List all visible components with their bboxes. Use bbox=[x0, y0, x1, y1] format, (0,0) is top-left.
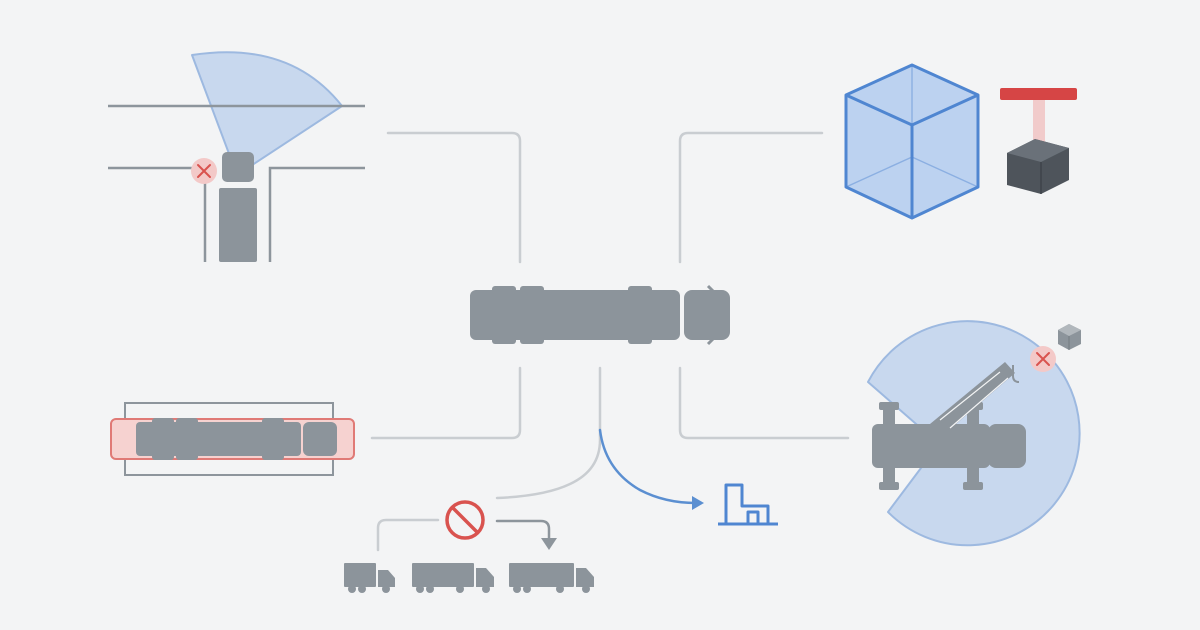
truck-icon bbox=[412, 563, 494, 593]
connector-top-left bbox=[386, 131, 522, 264]
height-clearance-bar-icon bbox=[1000, 88, 1077, 142]
overhang-panel bbox=[110, 402, 355, 476]
cargo-box-icon bbox=[1007, 139, 1069, 194]
connectors bbox=[370, 131, 850, 552]
connector-bottom-right bbox=[678, 366, 850, 440]
connector-top-right bbox=[678, 131, 824, 264]
connector-bottom-fleet bbox=[495, 366, 602, 500]
turning-sweep-panel bbox=[108, 51, 365, 262]
blocked-turn-x-icon bbox=[191, 158, 217, 184]
route-arrow-icon bbox=[598, 428, 704, 510]
volume-panel bbox=[844, 63, 1077, 220]
central-truck-icon bbox=[470, 284, 730, 346]
next-option-arrow-icon bbox=[495, 519, 557, 550]
fleet-panel bbox=[344, 500, 594, 593]
volume-cube-icon bbox=[844, 63, 980, 220]
crane-truck-icon bbox=[872, 362, 1026, 490]
truck-icon bbox=[509, 563, 594, 593]
prohibited-sign-icon bbox=[445, 500, 485, 540]
turning-sweep-icon bbox=[191, 51, 343, 176]
connector-fleet-left bbox=[376, 518, 440, 552]
destination-building-icon bbox=[718, 483, 778, 526]
connector-bottom-left bbox=[370, 366, 522, 440]
turning-vehicle-icon bbox=[219, 152, 257, 262]
cargo-box-icon bbox=[1058, 324, 1081, 350]
truck-icon bbox=[344, 563, 395, 593]
vehicle-overhang-icon bbox=[110, 418, 355, 460]
crane-blocked-x-icon bbox=[1030, 346, 1056, 372]
crane-panel bbox=[867, 320, 1081, 547]
